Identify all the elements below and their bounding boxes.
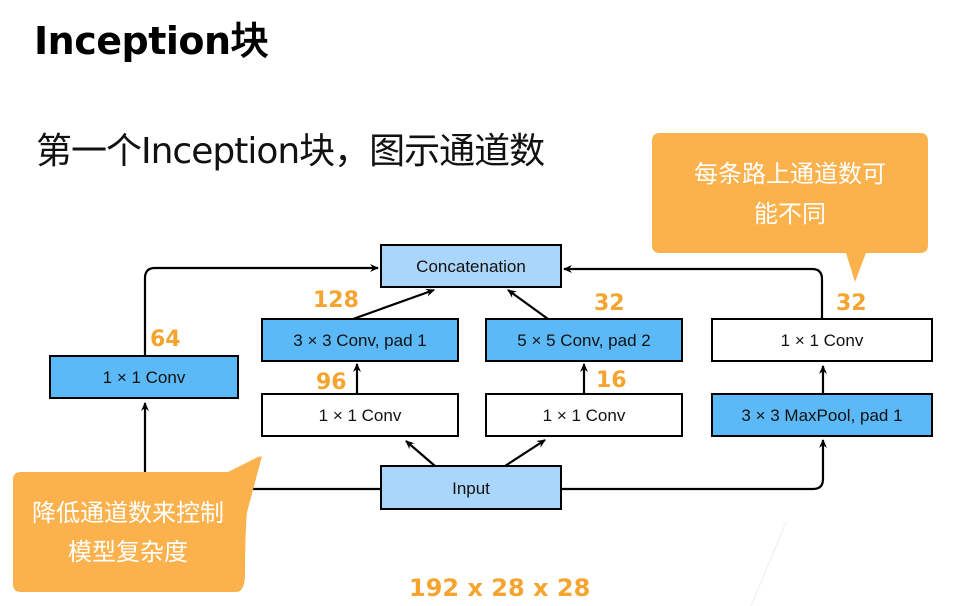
channel-path3-out: 32 — [594, 291, 625, 316]
node-path3-conv1: 1 × 1 Conv — [485, 393, 683, 437]
node-path4-conv1-label: 1 × 1 Conv — [781, 331, 864, 350]
node-path3-conv5: 5 × 5 Conv, pad 2 — [485, 318, 683, 362]
node-path3-conv1-label: 1 × 1 Conv — [543, 406, 626, 425]
connectors — [141, 264, 827, 491]
node-path4-maxpool: 3 × 3 MaxPool, pad 1 — [711, 393, 933, 437]
node-path2-conv1-label: 1 × 1 Conv — [319, 406, 402, 425]
callout-bottom-left-line2: 模型复杂度 — [68, 538, 188, 566]
channel-path1-out: 64 — [150, 327, 181, 352]
node-path2-conv3-label: 3 × 3 Conv, pad 1 — [293, 331, 426, 350]
node-input-label: Input — [452, 479, 490, 498]
edge-path2-concat — [352, 288, 435, 321]
channel-path2-out: 128 — [313, 288, 359, 313]
node-path3-conv5-label: 5 × 5 Conv, pad 2 — [517, 331, 650, 350]
decorative-line — [750, 521, 787, 606]
node-path1-conv1-label: 1 × 1 Conv — [103, 368, 186, 387]
edge-input-path2 — [405, 440, 436, 467]
channel-path2-mid: 96 — [316, 370, 347, 395]
edge-input-path3 — [504, 439, 546, 467]
callout-bottom-left: 降低通道数来控制 模型复杂度 — [13, 456, 262, 592]
node-path2-conv1: 1 × 1 Conv — [261, 393, 459, 437]
channel-path3-mid: 16 — [596, 368, 627, 393]
node-path2-conv3: 3 × 3 Conv, pad 1 — [261, 318, 459, 362]
input-shape-label: 192 x 28 x 28 — [409, 574, 590, 602]
node-path1-conv1: 1 × 1 Conv — [49, 355, 239, 399]
callout-top-right-line2: 能不同 — [754, 200, 826, 228]
slide-subtitle: 第一个Inception块，图示通道数 — [36, 131, 545, 172]
channel-path4-out: 32 — [836, 291, 867, 316]
edge-path4-concat — [563, 265, 824, 319]
callout-top-right-line1: 每条路上通道数可 — [694, 160, 886, 188]
edge-path1-concat — [143, 264, 379, 356]
node-path4-maxpool-label: 3 × 3 MaxPool, pad 1 — [741, 406, 902, 425]
callout-top-right: 每条路上通道数可 能不同 — [652, 133, 928, 282]
slide-title: Inception块 — [34, 19, 269, 63]
node-path4-conv1: 1 × 1 Conv — [711, 318, 933, 362]
edge-input-path4 — [562, 439, 827, 491]
edge-path3-concat — [507, 289, 549, 320]
node-concat: Concatenation — [380, 244, 562, 288]
node-concat-label: Concatenation — [416, 257, 526, 276]
callout-bottom-left-line1: 降低通道数来控制 — [32, 499, 224, 527]
node-input: Input — [380, 465, 562, 510]
